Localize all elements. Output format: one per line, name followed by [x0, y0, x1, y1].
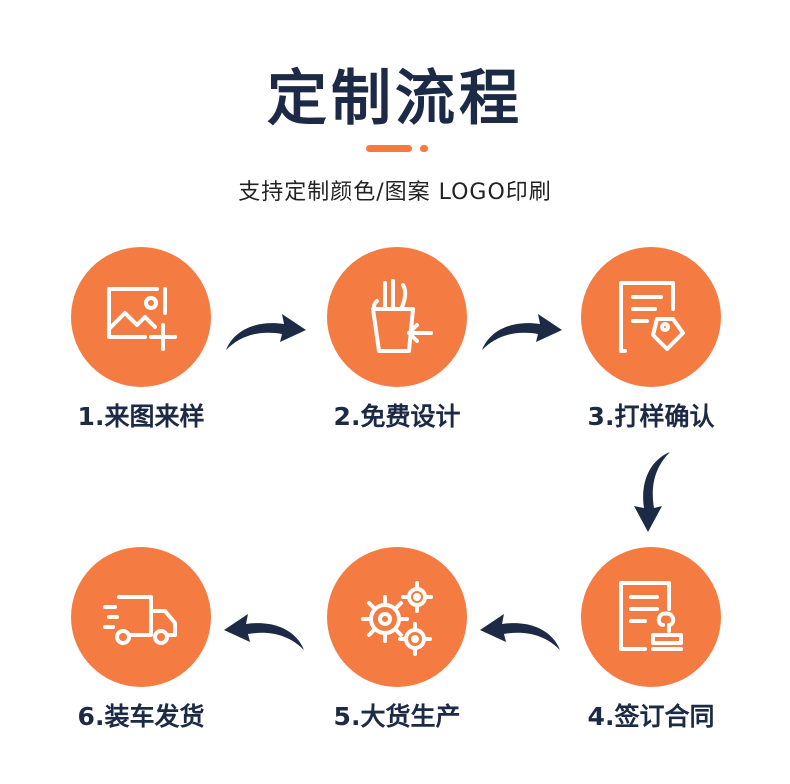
- arrow-down-icon: [634, 452, 670, 532]
- step-1-circle: [71, 247, 211, 387]
- step-3-circle: [581, 247, 721, 387]
- step-1-label: 1.来图来样: [77, 402, 205, 431]
- step-5-circle: [327, 547, 467, 687]
- page-title: 定制流程: [267, 64, 523, 134]
- step-2-circle: [327, 247, 467, 387]
- step-4-circle: [581, 547, 721, 687]
- document-tag-icon: [619, 281, 685, 353]
- step-2-label: 2.免费设计: [333, 402, 461, 431]
- arrow-left-icon: [480, 614, 560, 650]
- delivery-truck-icon: [103, 595, 177, 645]
- gears-icon: [361, 581, 433, 656]
- arrow-right-icon: [482, 314, 562, 350]
- image-add-icon: [107, 287, 177, 351]
- step-5-label: 5.大货生产: [333, 702, 461, 731]
- step-6-circle: [71, 547, 211, 687]
- arrow-right-icon: [226, 314, 306, 350]
- step-4-label: 4.签订合同: [587, 702, 715, 731]
- page-subtitle: 支持定制颜色/图案 LOGO印刷: [238, 180, 552, 205]
- title-underline-bar: [366, 145, 412, 152]
- step-3-label: 3.打样确认: [587, 402, 715, 431]
- arrow-left-icon: [224, 614, 304, 650]
- step-6-label: 6.装车发货: [77, 702, 205, 731]
- contract-stamp-icon: [619, 581, 683, 651]
- title-underline-dot: [420, 145, 428, 152]
- brush-cup-icon: [371, 279, 433, 353]
